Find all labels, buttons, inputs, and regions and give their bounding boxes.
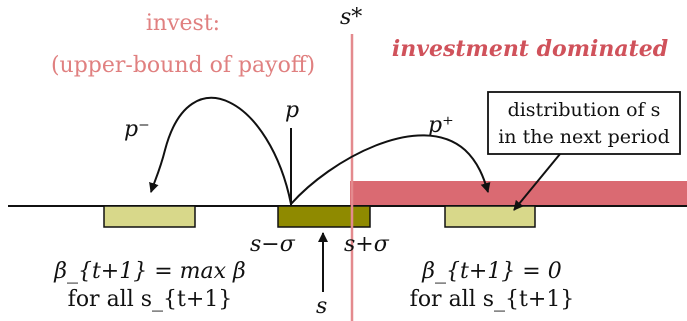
p-label: p bbox=[285, 98, 299, 123]
p-plus-label: p⁺ bbox=[428, 113, 454, 138]
callout-text-line2: in the next period bbox=[498, 126, 670, 148]
s-plus-sigma-label: s+σ bbox=[344, 232, 390, 257]
left-outcome-box bbox=[103, 205, 196, 228]
p-minus-label: p⁻ bbox=[124, 117, 150, 142]
distribution-callout-box bbox=[487, 91, 681, 155]
current-state-box bbox=[277, 205, 371, 228]
left-outcome-line1: β_{t+1} = max β bbox=[53, 259, 246, 284]
invest-label-line2: (upper-bound of payoff) bbox=[51, 53, 315, 78]
p-plus-arrow bbox=[290, 134, 491, 205]
p-minus-arrow bbox=[149, 96, 292, 205]
callout-text-line1: distribution of s bbox=[508, 99, 661, 121]
right-outcome-box bbox=[444, 205, 536, 228]
callout-pointer bbox=[513, 153, 561, 211]
s-star-label: s* bbox=[340, 5, 362, 30]
s-label: s bbox=[316, 294, 327, 319]
investment-dominated-band bbox=[350, 181, 687, 205]
s-minus-sigma-label: s−σ bbox=[250, 232, 296, 257]
right-outcome-line1: β_{t+1} = 0 bbox=[421, 259, 561, 284]
investment-dominated-label: investment dominated bbox=[392, 36, 668, 62]
left-outcome-line2: for all s_{t+1} bbox=[68, 287, 233, 312]
right-outcome-line2: for all s_{t+1} bbox=[410, 287, 575, 312]
invest-label-line1: invest: bbox=[146, 11, 220, 36]
